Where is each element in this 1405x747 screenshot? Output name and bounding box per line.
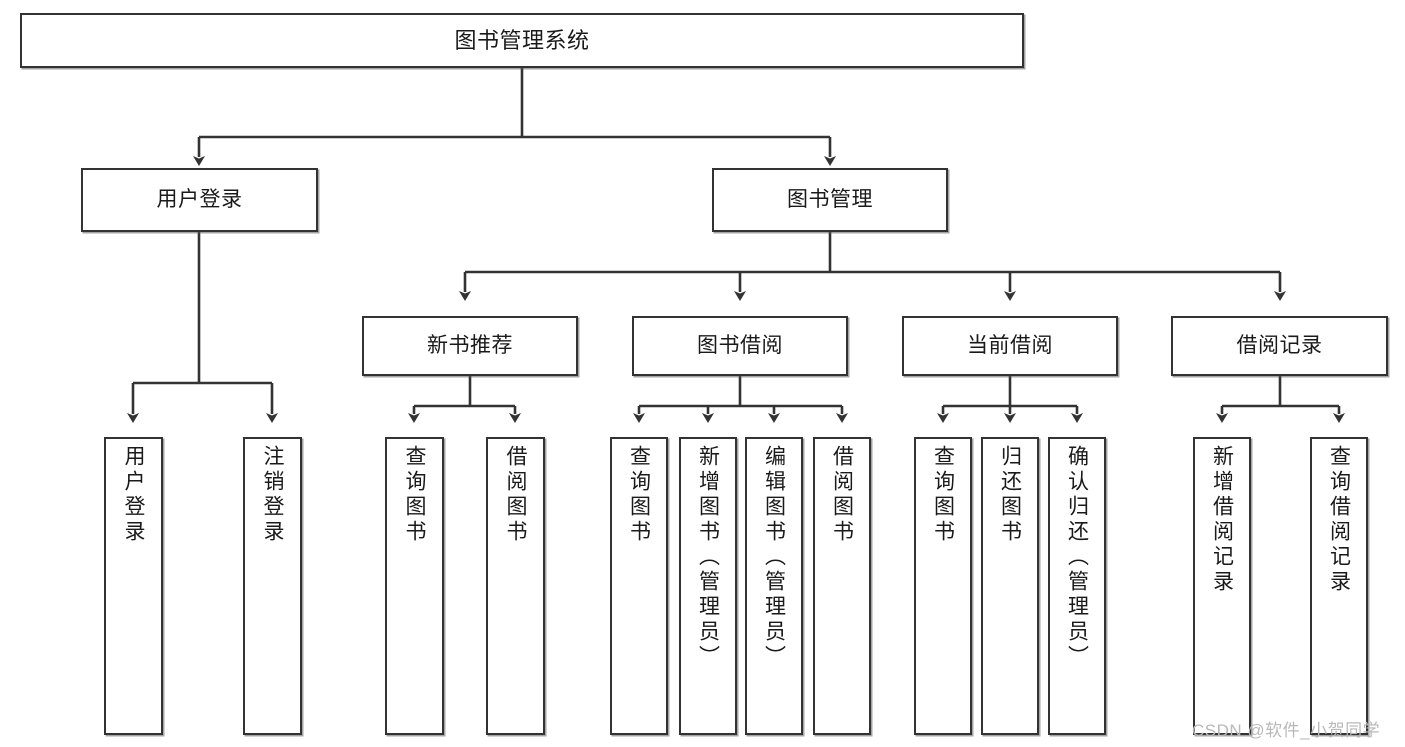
leaf-current-return-book[interactable]: 归还图书 bbox=[981, 437, 1039, 735]
leaf-current-query-book[interactable]: 查询图书 bbox=[914, 437, 972, 735]
leaf-borrow-add-book[interactable]: 新增图书（管理员） bbox=[679, 437, 737, 735]
leaf-new-book-query[interactable]: 查询图书 bbox=[385, 437, 444, 735]
node-book-management[interactable]: 图书管理 bbox=[712, 168, 948, 232]
node-book-management-label: 图书管理 bbox=[787, 187, 873, 211]
leaf-new-book-borrow-label: 借阅图书 bbox=[504, 445, 527, 545]
leaf-record-add[interactable]: 新增借阅记录 bbox=[1193, 437, 1251, 735]
leaf-record-query[interactable]: 查询借阅记录 bbox=[1310, 437, 1368, 735]
leaf-new-book-query-label: 查询图书 bbox=[403, 445, 426, 545]
node-borrow-records-label: 借阅记录 bbox=[1236, 333, 1323, 357]
leaf-borrow-borrow-book[interactable]: 借阅图书 bbox=[813, 437, 871, 735]
leaf-user-login-label: 用户登录 bbox=[122, 445, 145, 545]
node-current-borrow[interactable]: 当前借阅 bbox=[902, 316, 1118, 376]
leaf-current-confirm-return[interactable]: 确认归还（管理员） bbox=[1048, 437, 1106, 735]
leaf-record-query-label: 查询借阅记录 bbox=[1327, 445, 1351, 595]
node-borrow-records[interactable]: 借阅记录 bbox=[1171, 316, 1388, 376]
node-user-login-label: 用户登录 bbox=[156, 187, 243, 211]
leaf-borrow-edit-book[interactable]: 编辑图书（管理员） bbox=[745, 437, 803, 735]
node-book-borrow-label: 图书借阅 bbox=[697, 333, 783, 357]
node-new-book-recommend-label: 新书推荐 bbox=[427, 333, 513, 357]
leaf-borrow-borrow-book-label: 借阅图书 bbox=[830, 445, 854, 545]
node-book-borrow[interactable]: 图书借阅 bbox=[632, 316, 848, 376]
leaf-current-return-book-label: 归还图书 bbox=[998, 445, 1022, 545]
watermark-text: CSDN @软件_小贺同学 bbox=[1192, 721, 1381, 740]
node-root[interactable]: 图书管理系统 bbox=[20, 13, 1024, 68]
leaf-borrow-add-book-label: 新增图书（管理员） bbox=[696, 445, 720, 670]
leaf-current-query-book-label: 查询图书 bbox=[931, 445, 955, 545]
node-new-book-recommend[interactable]: 新书推荐 bbox=[362, 316, 578, 376]
leaf-user-login[interactable]: 用户登录 bbox=[104, 437, 163, 735]
leaf-borrow-edit-book-label: 编辑图书（管理员） bbox=[762, 445, 786, 670]
leaf-current-confirm-return-label: 确认归还（管理员） bbox=[1065, 445, 1089, 670]
leaf-borrow-query-book-label: 查询图书 bbox=[627, 445, 651, 545]
node-root-label: 图书管理系统 bbox=[454, 27, 590, 53]
leaf-user-logout-label: 注销登录 bbox=[261, 445, 284, 545]
leaf-record-add-label: 新增借阅记录 bbox=[1210, 445, 1234, 595]
leaf-borrow-query-book[interactable]: 查询图书 bbox=[610, 437, 668, 735]
node-current-borrow-label: 当前借阅 bbox=[967, 333, 1053, 357]
leaf-new-book-borrow[interactable]: 借阅图书 bbox=[486, 437, 545, 735]
leaf-user-logout[interactable]: 注销登录 bbox=[243, 437, 302, 735]
node-user-login[interactable]: 用户登录 bbox=[81, 168, 318, 232]
